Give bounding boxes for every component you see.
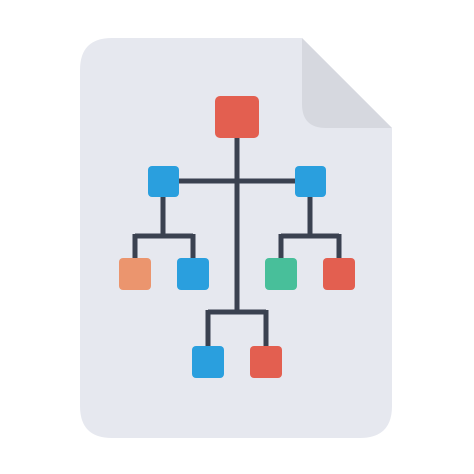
leaf-node-green [265,258,297,290]
bottom-node-blue [192,346,224,378]
flowchart-connectors [132,138,342,346]
document-folded-corner [302,38,392,128]
leaf-node-red-right [323,258,355,290]
leaf-node-orange [119,258,151,290]
root-node [215,96,259,138]
level1-node-right [295,166,326,197]
bottom-node-red [250,346,282,378]
level1-node-left [148,166,179,197]
leaf-node-blue-left [177,258,209,290]
